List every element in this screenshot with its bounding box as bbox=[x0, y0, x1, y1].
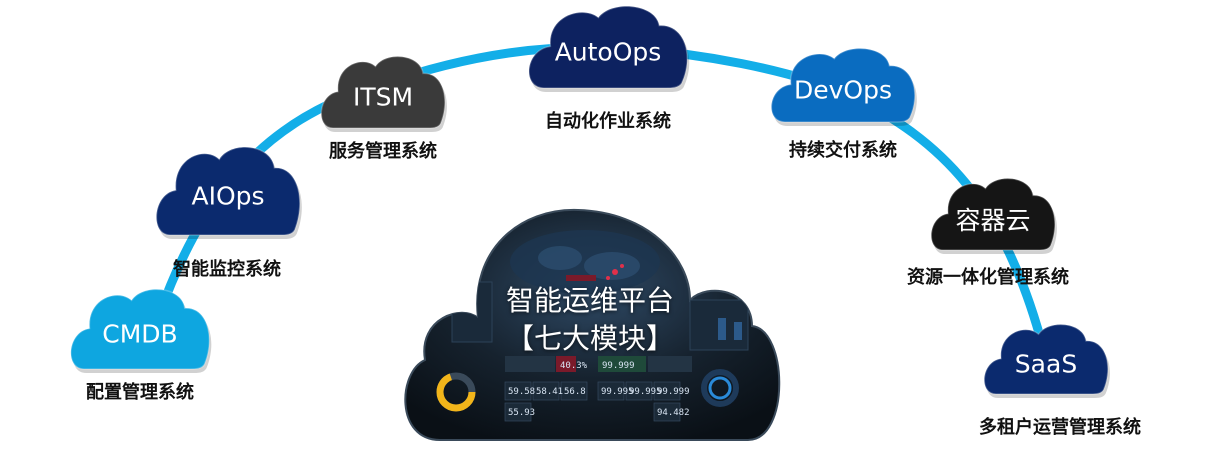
module-label-container: 容器云 bbox=[955, 206, 1031, 235]
platform-title: 智能运维平台 【七大模块】 bbox=[506, 282, 674, 358]
module-caption-autoops: 自动化作业系统 bbox=[545, 111, 671, 132]
module-label-aiops: AIOps bbox=[191, 181, 265, 211]
platform-title-line2: 【七大模块】 bbox=[505, 322, 675, 355]
module-caption-cmdb: 配置管理系统 bbox=[86, 382, 194, 403]
module-cloud-devops bbox=[770, 47, 916, 123]
dashboard-metric-value: 56.8 bbox=[564, 387, 586, 397]
module-cloud-autoops bbox=[528, 5, 688, 89]
dashboard-metric-value: 55.93 bbox=[508, 408, 535, 418]
dashboard-metric-value: 58.41 bbox=[536, 387, 563, 397]
module-caption-devops: 持续交付系统 bbox=[789, 140, 897, 161]
dashboard-metric-value: 99.999 bbox=[657, 387, 690, 397]
dashboard-alert-value: 40.3% bbox=[560, 361, 588, 371]
module-cloud-cmdb bbox=[70, 288, 211, 370]
platform-title-line1: 智能运维平台 bbox=[505, 284, 675, 317]
module-caption-itsm: 服务管理系统 bbox=[329, 141, 437, 162]
dashboard-highlight-value: 99.999 bbox=[602, 361, 635, 371]
module-caption-aiops: 智能监控系统 bbox=[173, 259, 281, 280]
dashboard-metric-value: 99.995 bbox=[601, 387, 634, 397]
dashboard-metric-value: 59.58 bbox=[508, 387, 535, 397]
module-label-itsm: ITSM bbox=[352, 82, 414, 112]
module-caption-saas: 多租户运营管理系统 bbox=[979, 417, 1141, 438]
module-cloud-itsm bbox=[320, 55, 446, 129]
dashboard-metric-value: 94.482 bbox=[657, 408, 690, 418]
module-label-cmdb: CMDB bbox=[102, 319, 178, 349]
module-caption-container: 资源一体化管理系统 bbox=[907, 267, 1069, 288]
module-cloud-container bbox=[930, 177, 1056, 251]
module-label-saas: SaaS bbox=[1014, 349, 1078, 379]
module-cloud-aiops bbox=[155, 146, 301, 236]
dashboard-metric-value: 99.995 bbox=[629, 387, 662, 397]
module-label-autoops: AutoOps bbox=[554, 37, 662, 67]
module-cloud-saas bbox=[983, 323, 1109, 395]
module-label-devops: DevOps bbox=[794, 75, 892, 105]
